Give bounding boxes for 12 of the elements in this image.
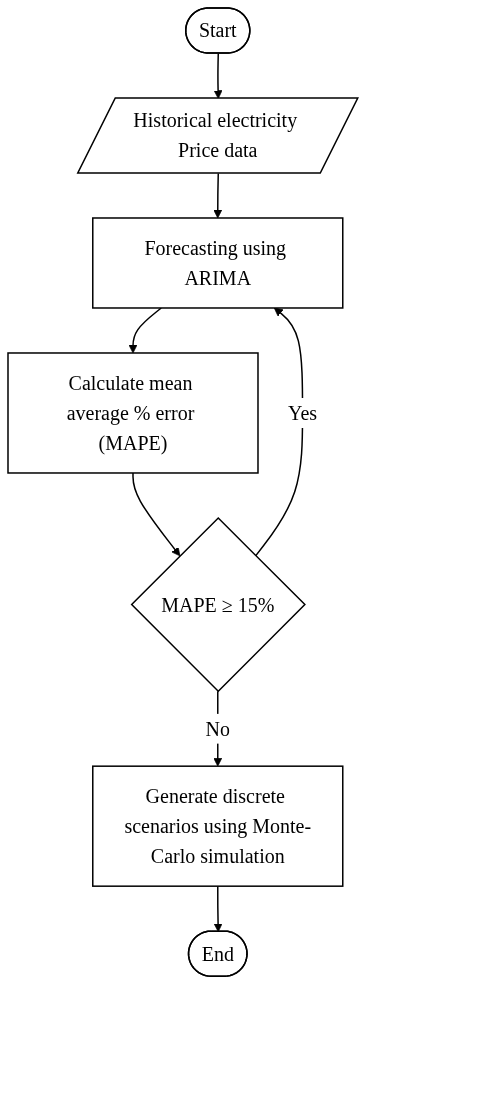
arrow (128, 307, 162, 354)
arrow (213, 172, 223, 219)
edge-label: Yes (287, 401, 318, 424)
edge-label: No (205, 717, 230, 740)
node-diamond: MAPE ≥ 15% (130, 516, 306, 693)
arrow (213, 52, 223, 99)
arrow (254, 307, 304, 557)
node-box: Generate discrete scenarios using Monte-Carlo simulation (92, 765, 344, 887)
node-box: Forecasting using ARIMA (92, 217, 344, 309)
arrow (132, 472, 181, 557)
node-box: Calculate mean average % error (MAPE) (7, 352, 259, 474)
arrow (213, 885, 223, 933)
